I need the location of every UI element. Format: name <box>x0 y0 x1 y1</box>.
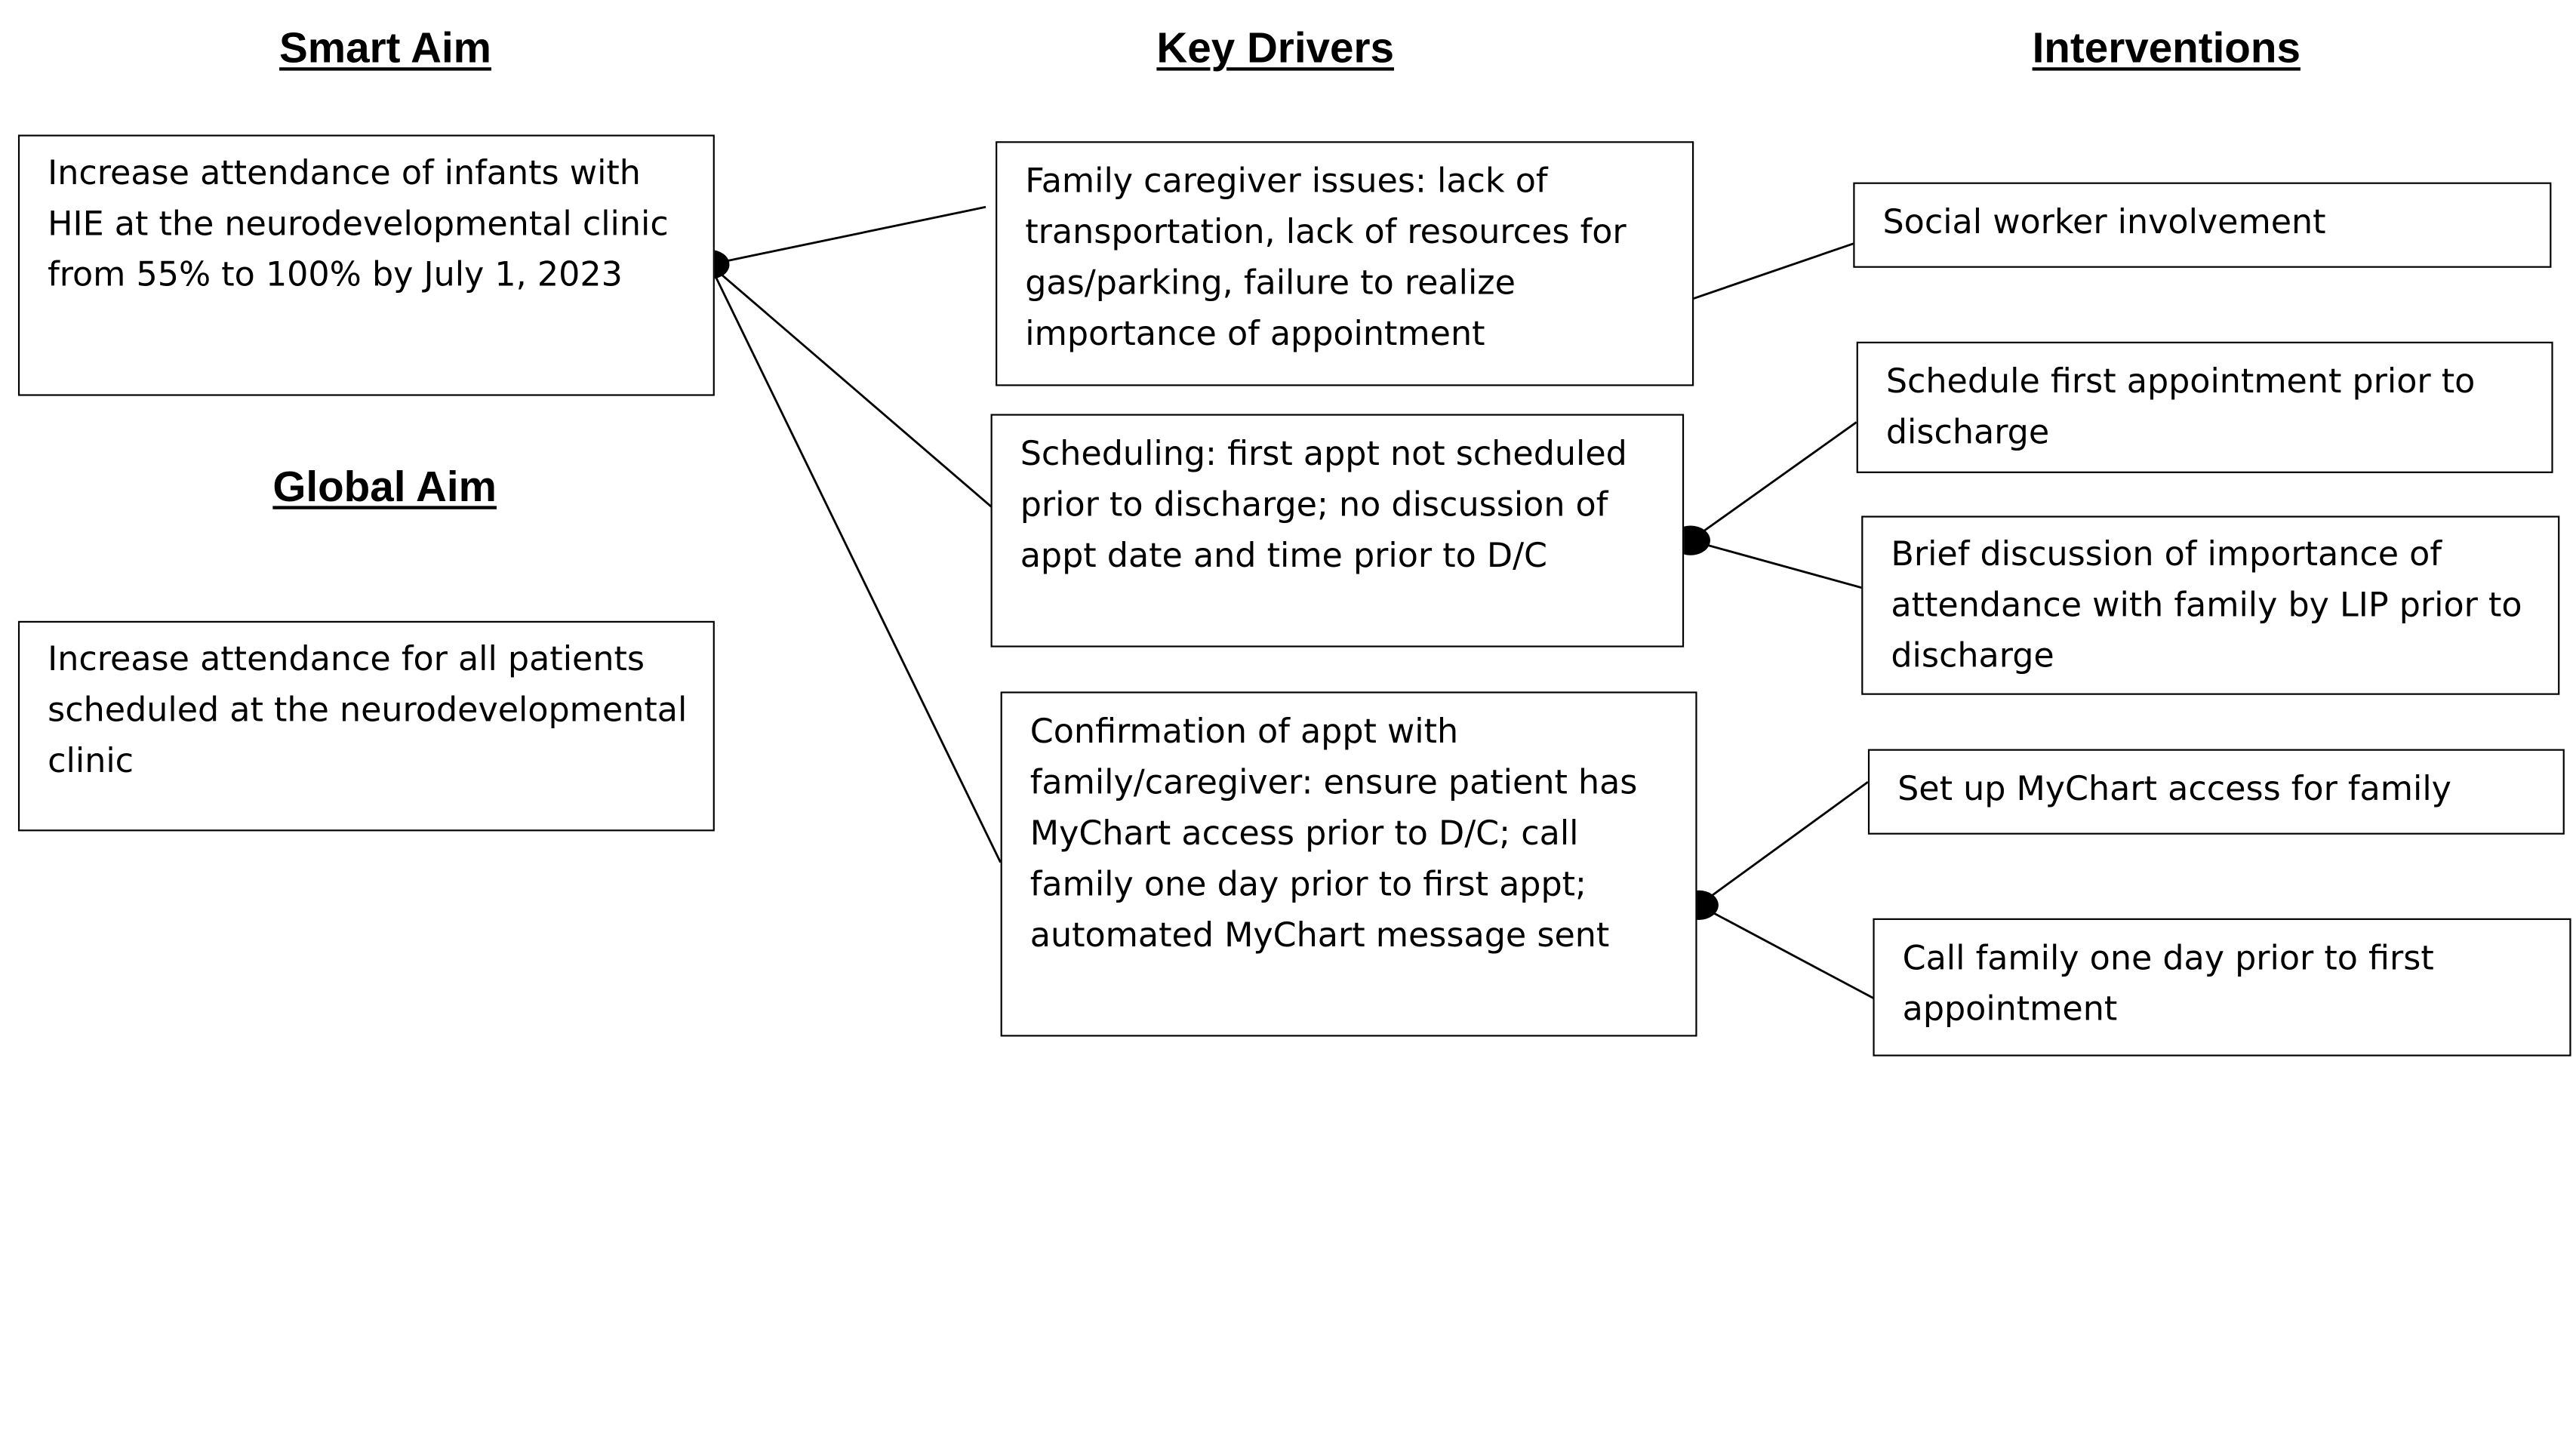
intervention-text: Social worker involvement <box>1882 202 2326 242</box>
key-driver-box: Confirmation of appt with family/caregiv… <box>1000 691 1697 1037</box>
key-driver-text: Confirmation of appt with family/caregiv… <box>1029 711 1638 955</box>
key-driver-text: Family caregiver issues: lack of transpo… <box>1025 161 1627 353</box>
heading-key-drivers: Key Drivers <box>1156 23 1395 72</box>
connector-driver3-intervention5 <box>1698 904 1876 1000</box>
connector-aim-driver-2 <box>709 263 993 509</box>
heading-smart-aim: Smart Aim <box>279 23 492 72</box>
heading-interventions: Interventions <box>2032 23 2301 72</box>
intervention-text: Brief discussion of importance of attend… <box>1891 534 2522 675</box>
connector-driver2-intervention2 <box>1690 421 1857 542</box>
intervention-box: Set up MyChart access for family <box>1867 749 2565 835</box>
intervention-text: Set up MyChart access for family <box>1897 768 2451 808</box>
connector-aim-driver-1 <box>709 205 986 266</box>
intervention-box: Social worker involvement <box>1853 182 2552 268</box>
connector-aim-driver-3 <box>709 263 1002 863</box>
connector-driver2-intervention3 <box>1690 539 1864 589</box>
key-driver-box: Scheduling: first appt not scheduled pri… <box>990 414 1685 648</box>
intervention-text: Schedule first appointment prior to disc… <box>1885 361 2476 452</box>
global-aim-box: Increase attendance for all patients sch… <box>17 620 715 832</box>
key-driver-text: Scheduling: first appt not scheduled pri… <box>1020 433 1627 575</box>
connector-driver1-intervention1 <box>1691 242 1855 300</box>
intervention-box: Call family one day prior to first appoi… <box>1873 918 2571 1057</box>
connector-driver3-intervention4 <box>1697 780 1869 906</box>
smart-aim-box: Increase attendance of infants with HIE … <box>17 134 715 396</box>
key-driver-box: Family caregiver issues: lack of transpo… <box>996 141 1694 386</box>
intervention-box: Brief discussion of importance of attend… <box>1861 515 2560 695</box>
intervention-text: Call family one day prior to first appoi… <box>1902 937 2434 1029</box>
global-aim-text: Increase attendance for all patients sch… <box>48 638 688 780</box>
heading-global-aim: Global Aim <box>272 461 497 511</box>
smart-aim-text: Increase attendance of infants with HIE … <box>48 152 669 294</box>
intervention-box: Schedule first appointment prior to disc… <box>1856 341 2553 473</box>
